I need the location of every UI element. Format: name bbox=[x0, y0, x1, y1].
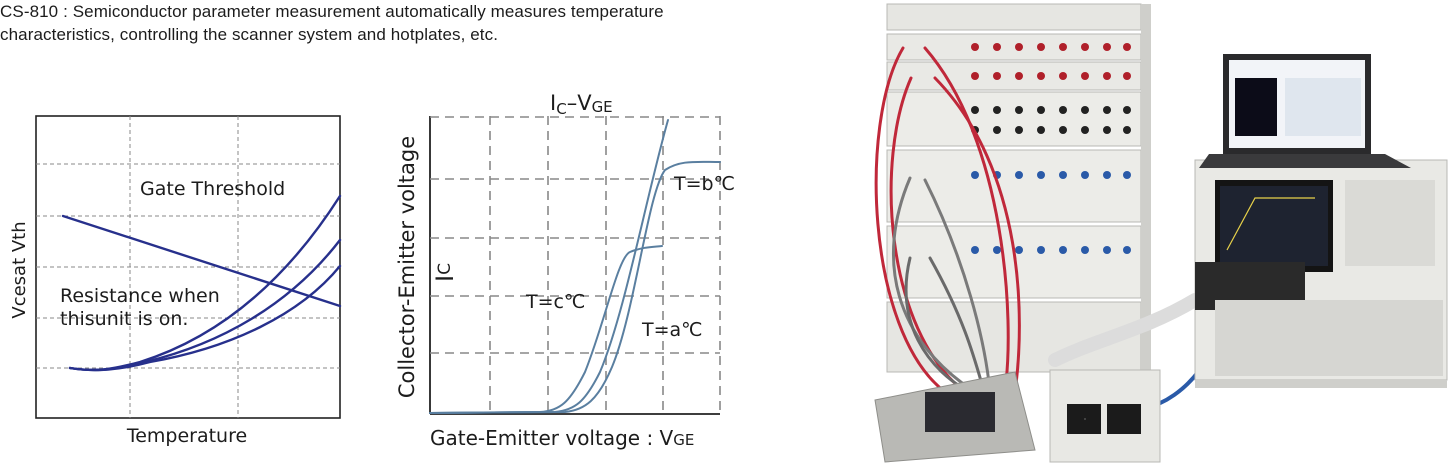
caption-line-1: CS-810 : Semiconductor parameter measure… bbox=[0, 2, 664, 21]
left-chart-grid bbox=[36, 116, 340, 418]
laptop bbox=[1199, 54, 1411, 168]
temp-c-label: T=c℃ bbox=[525, 291, 585, 313]
gate-threshold-curve bbox=[61, 214, 342, 308]
curve-temp-b bbox=[429, 160, 721, 414]
ic-vge-chart: IC–VGE T=b℃ T=c℃ T=a℃ Collector-Emitter … bbox=[395, 91, 735, 450]
red-terminals bbox=[971, 43, 1131, 80]
temperature-controller bbox=[1049, 369, 1161, 463]
curve-temp-b-steep bbox=[429, 119, 669, 414]
black-terminals bbox=[971, 106, 1131, 134]
temp-a-label: T=a℃ bbox=[641, 319, 703, 341]
blue-terminals bbox=[971, 171, 1131, 254]
ic-vge-curves bbox=[429, 119, 721, 414]
resistance-label-line-1: Resistance when bbox=[60, 285, 220, 307]
scanner-rack bbox=[886, 3, 1151, 373]
ic-vge-xlabel: Gate-Emitter voltage : VGE bbox=[430, 426, 694, 450]
temp-b-label: T=b℃ bbox=[673, 173, 735, 195]
temperature-characteristics-chart: Gate Threshold Resistance when thisunit … bbox=[9, 115, 342, 447]
left-chart-curves bbox=[61, 194, 342, 372]
resistance-label-line-2: thisunit is on. bbox=[60, 308, 188, 330]
left-chart-xlabel: Temperature bbox=[126, 425, 247, 447]
ic-vge-grid bbox=[430, 116, 721, 414]
resistance-curve-3 bbox=[68, 264, 342, 372]
caption: CS-810 : Semiconductor parameter measure… bbox=[0, 0, 790, 46]
test-fixture bbox=[874, 371, 1036, 463]
caption-line-2: characteristics, controlling the scanner… bbox=[0, 25, 499, 44]
curve-tracer bbox=[1194, 159, 1448, 388]
left-chart-ylabel: Vcesat Vth bbox=[9, 221, 30, 318]
ic-vge-ylabel: Collector-Emitter voltage bbox=[395, 136, 419, 398]
ic-axis-label: IC bbox=[431, 263, 459, 282]
gate-threshold-label: Gate Threshold bbox=[140, 178, 285, 200]
curve-temp-c bbox=[429, 245, 663, 414]
ic-vge-axes bbox=[429, 116, 720, 415]
ic-vge-title: IC–VGE bbox=[550, 91, 613, 118]
equipment-photo bbox=[874, 3, 1448, 463]
